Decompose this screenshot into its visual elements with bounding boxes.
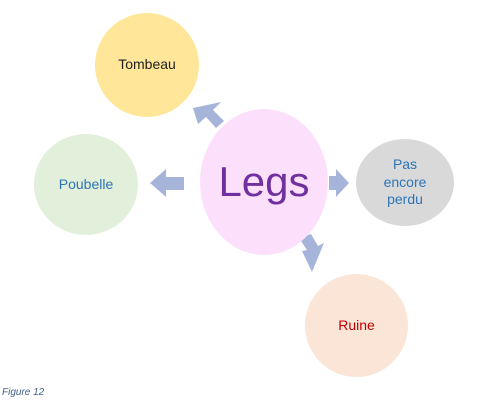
arrow-to-poubelle [150,169,184,197]
arrow-to-ruine [299,234,324,272]
node-pas-encore-perdu: Pas encore perdu [356,139,454,226]
figure-caption: Figure 12 [2,387,45,398]
node-legs: Legs [200,109,328,255]
node-pas-encore-perdu-label: Pas encore perdu [383,156,427,208]
node-legs-label: Legs [218,158,310,205]
node-poubelle-label: Poubelle [58,175,114,192]
node-tombeau: Tombeau [95,13,199,117]
node-poubelle: Poubelle [34,134,138,235]
node-tombeau-label: Tombeau [118,56,176,73]
arrow-to-pas-encore-perdu [329,169,349,197]
arrow-to-tombeau [193,102,224,128]
node-ruine: Ruine [305,274,408,377]
node-ruine-label: Ruine [338,316,375,333]
